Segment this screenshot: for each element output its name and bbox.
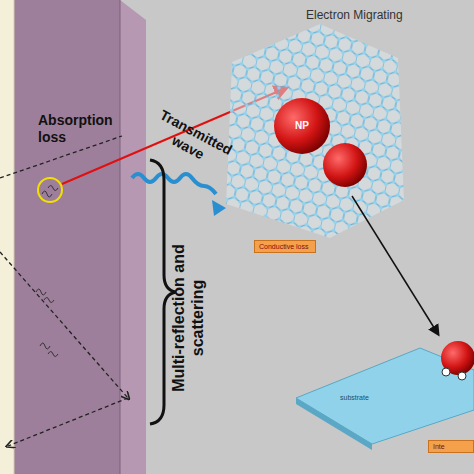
- bracket-label: Multi-reflection and scattering: [169, 243, 207, 393]
- nanoparticle: [323, 143, 367, 187]
- tag-text: Inte: [429, 441, 473, 452]
- loss-tag: Conductive loss: [254, 240, 316, 253]
- zoom-arrow: [352, 196, 438, 334]
- reflected-ray: [8, 398, 128, 446]
- reflected-ray: [0, 252, 128, 398]
- mechanism-label: Absorption loss: [38, 112, 118, 146]
- slab-front: [14, 0, 120, 474]
- electron-squiggle: [42, 186, 58, 198]
- panel-title: Electron Migrating: [306, 8, 403, 22]
- particle-label: NP: [295, 120, 309, 132]
- electron-squiggle: [40, 343, 58, 357]
- slab-side: [120, 0, 146, 474]
- transmitted-wave: [132, 174, 216, 194]
- loss-tag: Inte: [428, 440, 474, 453]
- slab-face: [0, 0, 14, 474]
- electron-squiggle: [36, 289, 54, 303]
- nanoparticle: [274, 98, 330, 154]
- nanoparticle: [441, 341, 474, 375]
- wave-label: Transmitted wave: [140, 102, 244, 179]
- tag-text: Conductive loss: [255, 241, 315, 252]
- substrate-label: substrate: [340, 394, 369, 402]
- graphene-sheet: [220, 20, 410, 245]
- focus-circle: [38, 178, 62, 202]
